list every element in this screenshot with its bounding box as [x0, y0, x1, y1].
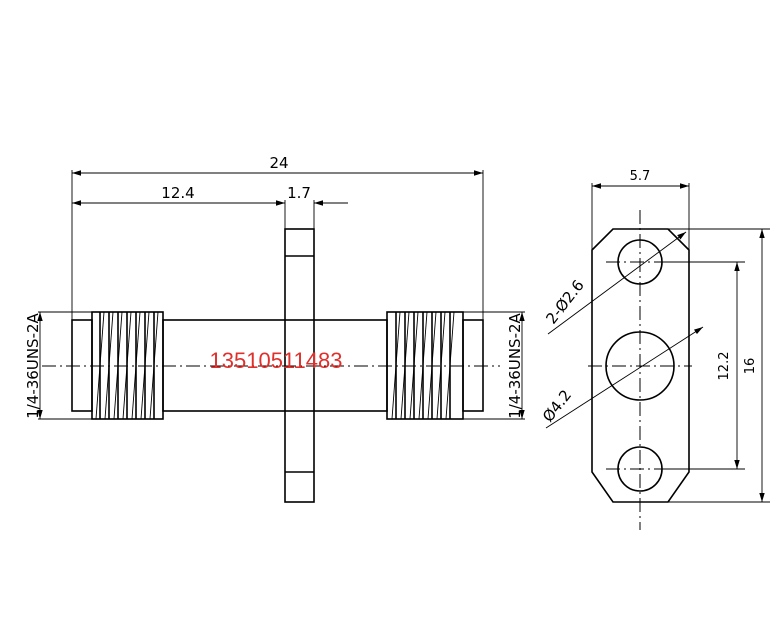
side-view: 24 12.4 1.7 1/4-36UNS-2A 1/4-36UNS-2A 13…	[24, 154, 525, 503]
front-view: 5.7 12.2 16 2-Ø2.6 Ø4.2	[539, 169, 770, 530]
leader-mount-holes	[547, 231, 687, 335]
phone-watermark: 13510511483	[210, 348, 343, 373]
dim-flange-height: 16	[743, 358, 758, 375]
dim-hole-spacing: 12.2	[717, 352, 732, 381]
flange-side	[284, 228, 315, 503]
right-thread-ridges	[391, 311, 455, 420]
left-thread-ridges	[95, 311, 159, 420]
thread-left-label: 1/4-36UNS-2A	[24, 312, 42, 418]
right-end-collar	[462, 319, 484, 412]
center-hole-label: Ø4.2	[539, 386, 575, 425]
thread-right-label: 1/4-36UNS-2A	[506, 312, 524, 418]
mount-holes-label: 2-Ø2.6	[542, 276, 587, 327]
dim-flange-width: 5.7	[630, 169, 651, 184]
dim-thread-length: 12.4	[161, 184, 194, 202]
leader-center-hole	[545, 326, 704, 429]
dim-overall-length: 24	[269, 154, 288, 172]
dim-flange-thickness: 1.7	[287, 184, 311, 202]
